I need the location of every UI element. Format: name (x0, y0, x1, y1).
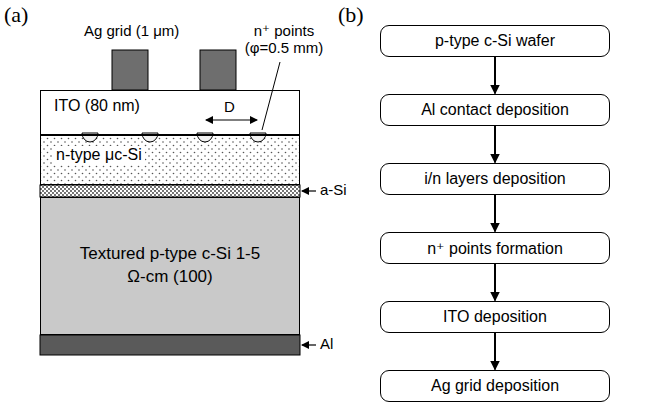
part-label: Ag grid (1 μm) (84, 22, 179, 39)
n-layer-fill (40, 135, 300, 185)
panel-label: (a) (4, 2, 28, 27)
callout-arrow (302, 190, 316, 191)
ito-layer (40, 90, 300, 135)
panel-label: (b) (338, 2, 364, 27)
ag-finger (112, 50, 148, 90)
node-text: ITO (80 nm) (51, 97, 143, 115)
callout-arrow (302, 344, 316, 345)
node-text: p-type c-Si wafer (435, 32, 555, 50)
process-box: Ag grid deposition (380, 370, 610, 402)
process-box: n⁺ points formation (380, 232, 610, 264)
node-text: Textured p-type c-Si 1-5 Ω-cm (100) (78, 243, 263, 289)
process-box: i/n layers deposition (380, 163, 610, 195)
dimension-label: D (224, 98, 235, 115)
part-label: a-Si (320, 181, 347, 198)
node-text: ITO deposition (443, 308, 547, 326)
substrate-band: Textured p-type c-Si 1-5 Ω-cm (100) (40, 197, 300, 335)
flow-arrow (494, 195, 496, 232)
node-text: Ag grid deposition (431, 377, 559, 395)
flow-arrow (494, 264, 496, 301)
flow-arrow (494, 333, 496, 370)
flow-arrow (494, 126, 496, 163)
node-text: n⁺ points formation (427, 239, 563, 258)
ito-band: ITO (80 nm) (40, 90, 300, 135)
c-si-fill (40, 197, 300, 335)
process-box: p-type c-Si wafer (380, 25, 610, 57)
ag-finger (200, 50, 236, 90)
process-box: Al contact deposition (380, 94, 610, 126)
node-text: n-type μc-Si (53, 146, 145, 164)
dimension-arrow (206, 119, 257, 120)
node-text: i/n layers deposition (424, 170, 565, 188)
callout-label: n⁺ points (φ=0.5 mm) (238, 22, 330, 57)
n-type-band: n-type μc-Si (40, 135, 300, 185)
flow-arrow (494, 57, 496, 94)
part-label: Al (320, 335, 333, 352)
a-si-layer (40, 185, 300, 197)
al-layer (40, 335, 300, 355)
process-box: ITO deposition (380, 301, 610, 333)
leader-line (262, 62, 280, 130)
node-text: Al contact deposition (421, 101, 569, 119)
